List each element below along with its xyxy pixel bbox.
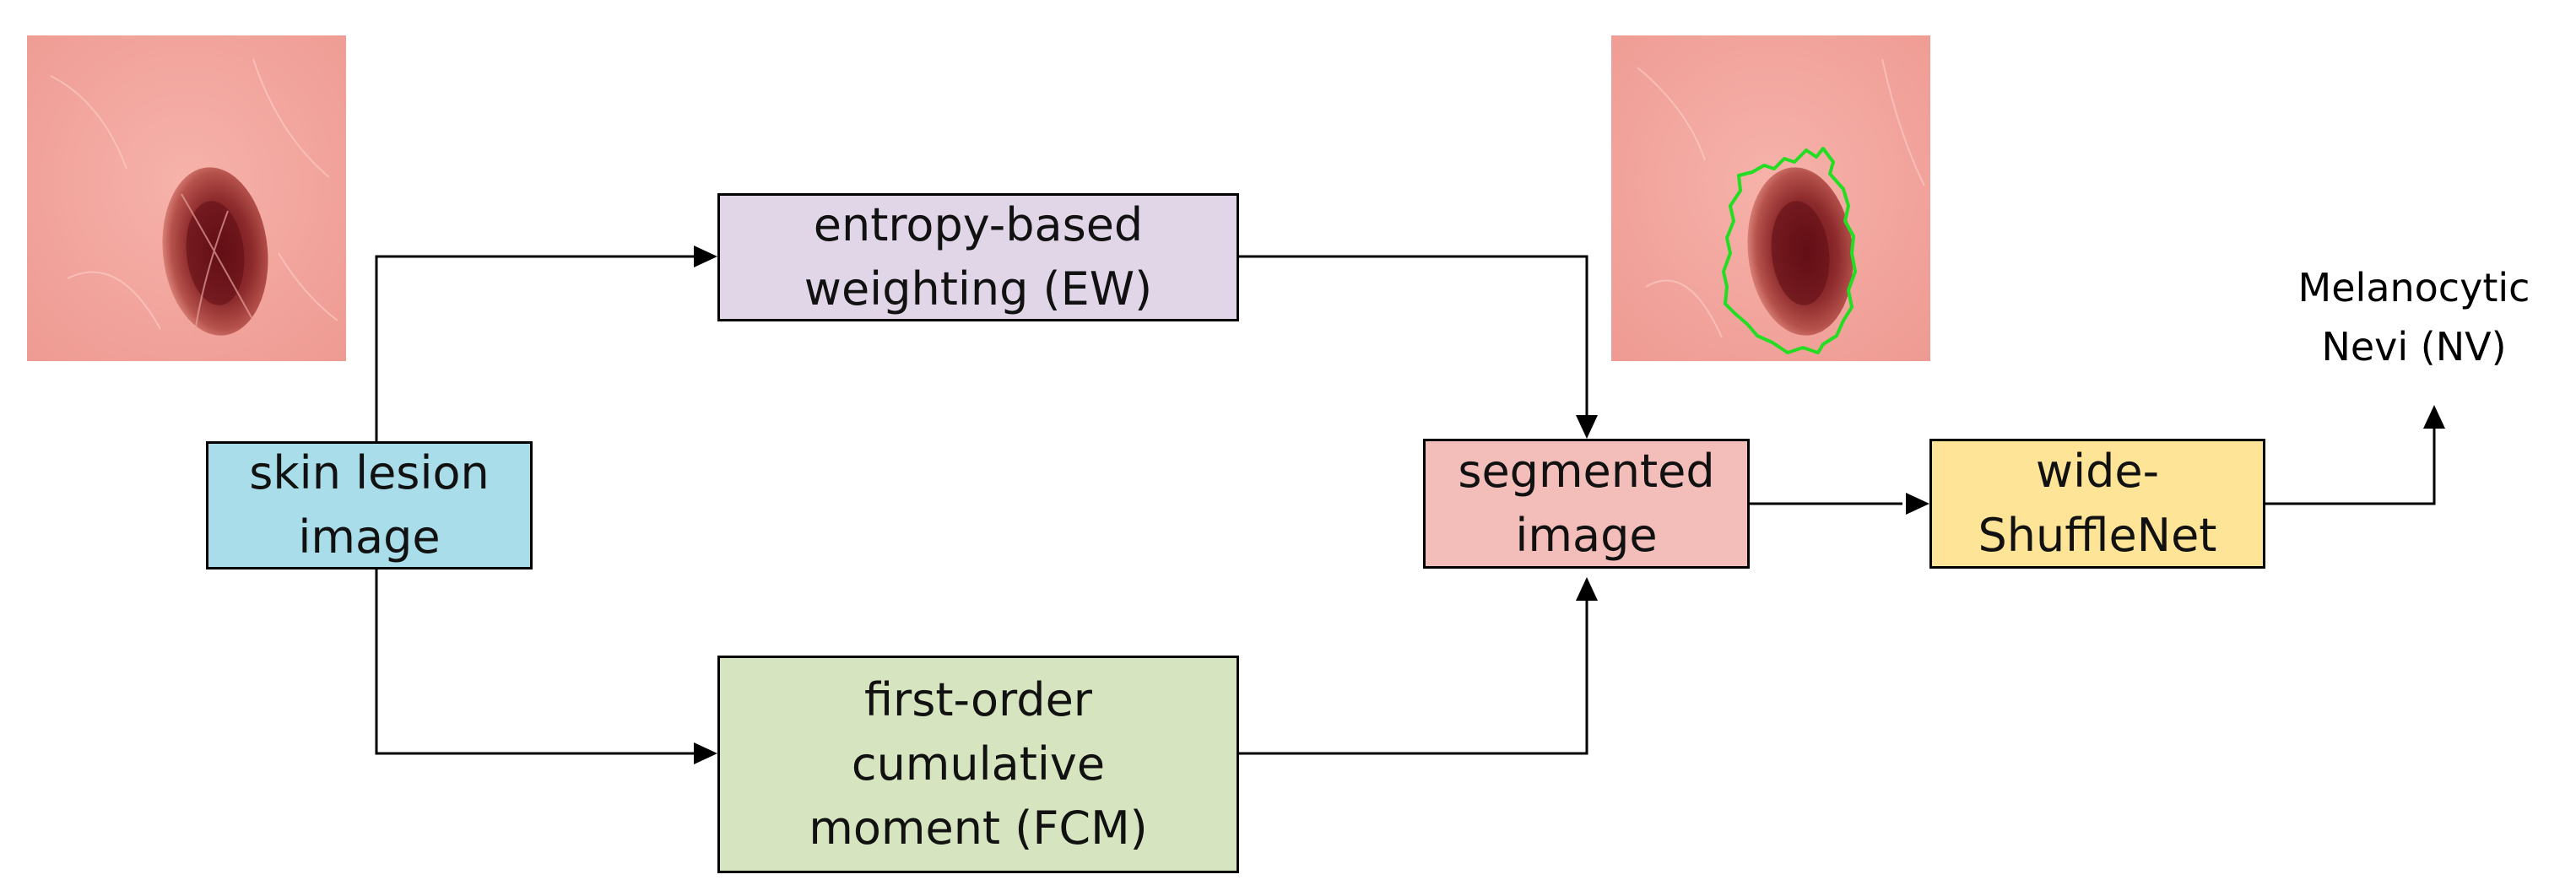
segmented-image-line1: segmented: [1458, 445, 1715, 498]
arrowhead-fcm: [694, 742, 717, 764]
arrowhead-segmented-top: [1576, 415, 1598, 439]
connector-input-to-ew: [375, 255, 702, 442]
arrowhead-segmented-bottom: [1576, 577, 1598, 601]
arrowhead-output: [2423, 405, 2445, 429]
connectors: [375, 255, 2436, 755]
input-lesion-photo: [27, 35, 346, 361]
connector-classifier-to-output: [2265, 417, 2436, 505]
segmentation-contour: [1722, 147, 1857, 354]
fcm-line2: cumulative: [851, 737, 1106, 791]
skin-lesion-image-line1: skin lesion: [249, 446, 490, 499]
fcm-line1: first-order: [864, 673, 1092, 726]
segmented-image-line2: image: [1515, 509, 1658, 562]
connector-fcm-to-segmented: [1239, 592, 1588, 755]
wide-shufflenet-line2: ShuffleNet: [1978, 509, 2217, 562]
arrowhead-ew: [694, 246, 717, 267]
entropy-weighting-line2: weighting (EW): [804, 262, 1153, 316]
wide-shufflenet-box: wide- ShuffleNet: [1929, 439, 2265, 569]
wide-shufflenet-line1: wide-: [2035, 445, 2160, 498]
output-class-label: Melanocytic Nevi (NV): [2245, 258, 2576, 376]
entropy-weighting-line1: entropy-based: [813, 198, 1144, 251]
output-class-line2: Nevi (NV): [2321, 324, 2507, 370]
segmented-image-box: segmented image: [1423, 439, 1750, 569]
skin-lesion-image-box: skin lesion image: [206, 441, 533, 569]
fcm-box: first-order cumulative moment (FCM): [717, 656, 1239, 873]
connector-input-to-fcm: [375, 569, 702, 755]
entropy-weighting-box: entropy-based weighting (EW): [717, 193, 1239, 321]
arrowheads: [694, 246, 2445, 764]
segmented-lesion-photo: [1611, 35, 1930, 361]
skin-lesion-image-line2: image: [298, 510, 441, 564]
arrowhead-classifier: [1906, 493, 1929, 515]
connector-ew-to-segmented: [1239, 255, 1588, 425]
output-class-line1: Melanocytic: [2297, 265, 2530, 310]
fcm-line3: moment (FCM): [809, 802, 1148, 855]
